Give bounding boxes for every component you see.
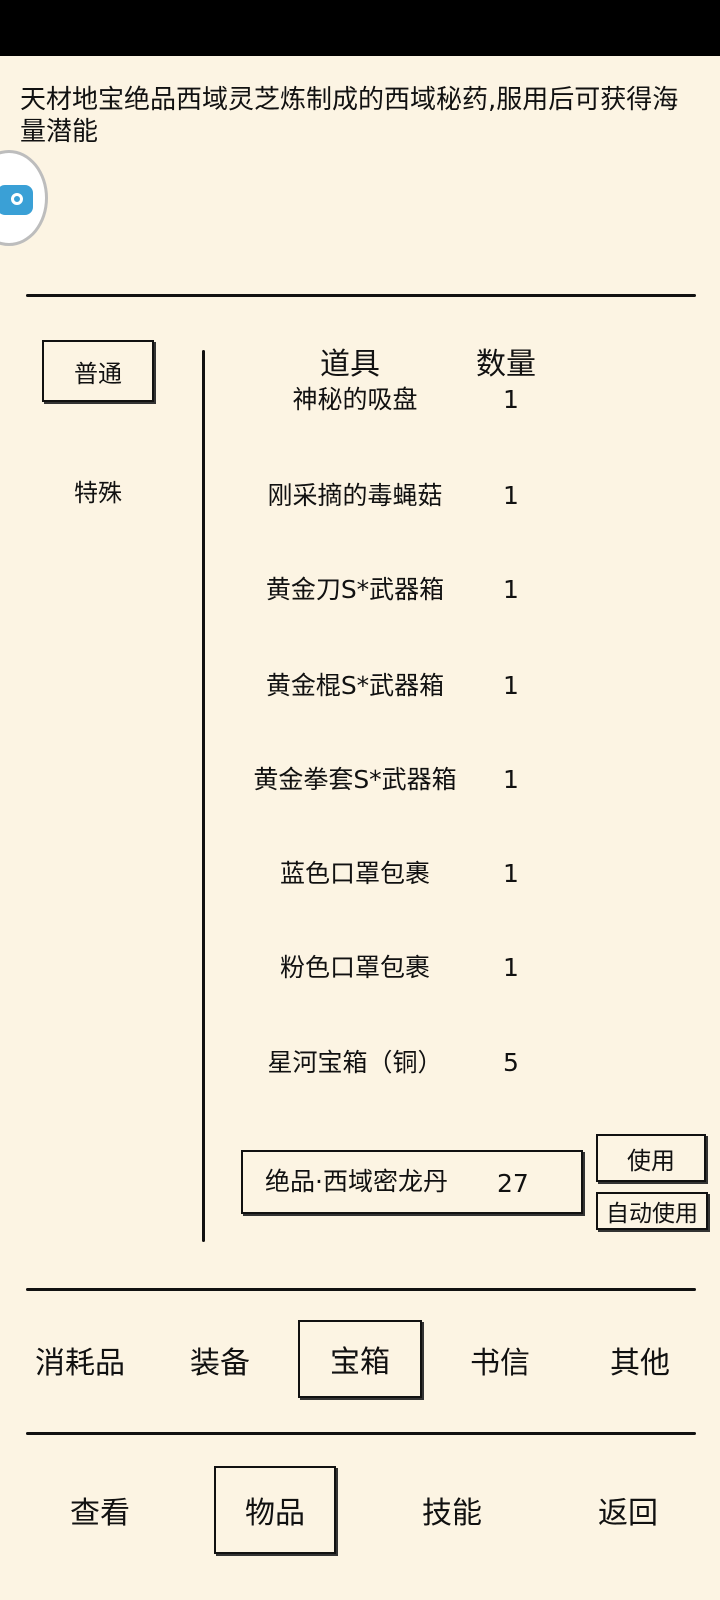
tab-label: 装备 [190, 1346, 250, 1381]
bottom-divider [26, 1432, 696, 1435]
tab-view[interactable]: 查看 [50, 1468, 150, 1552]
assistant-logo-icon [0, 185, 33, 215]
category-label: 特殊 [74, 478, 122, 507]
tab-letters[interactable]: 书信 [450, 1320, 550, 1400]
list-item[interactable]: 黄金拳套S*武器箱 1 [205, 760, 585, 800]
item-qty: 1 [503, 671, 519, 700]
auto-use-button-label: 自动使用 [606, 1201, 698, 1227]
tab-items[interactable]: 物品 [214, 1466, 336, 1554]
list-item[interactable]: 星河宝箱（铜） 5 [205, 1043, 585, 1083]
item-name: 星河宝箱（铜） [267, 1048, 443, 1077]
item-qty: 1 [503, 859, 519, 888]
category-label: 普通 [74, 359, 122, 388]
category-button-normal[interactable]: 普通 [42, 340, 154, 402]
top-divider [26, 294, 696, 297]
item-qty: 1 [503, 953, 519, 982]
tab-back[interactable]: 返回 [578, 1468, 678, 1552]
item-qty: 1 [503, 575, 519, 604]
item-name: 粉色口罩包裹 [279, 953, 430, 982]
item-name: 蓝色口罩包裹 [279, 859, 430, 888]
tab-other[interactable]: 其他 [590, 1320, 690, 1400]
tab-label: 书信 [470, 1346, 530, 1381]
list-item[interactable]: 黄金刀S*武器箱 1 [205, 570, 585, 610]
list-item[interactable]: 刚采摘的毒蝇菇 1 [205, 476, 585, 516]
list-item[interactable]: 蓝色口罩包裹 1 [205, 854, 585, 894]
item-name: 黄金棍S*武器箱 [265, 671, 445, 700]
item-qty: 5 [503, 1048, 519, 1077]
item-qty: 1 [503, 765, 519, 794]
list-item[interactable]: 神秘的吸盘 1 [205, 380, 585, 420]
item-qty: 27 [497, 1169, 529, 1198]
item-name: 刚采摘的毒蝇菇 [267, 481, 443, 510]
tab-skills[interactable]: 技能 [402, 1468, 502, 1552]
selected-list-item[interactable]: 绝品·西域密龙丹 27 [241, 1150, 583, 1214]
use-button[interactable]: 使用 [596, 1134, 706, 1182]
item-description: 天材地宝绝品西域灵芝炼制成的西域秘药,服用后可获得海量潜能 [20, 85, 679, 147]
tab-label: 技能 [422, 1496, 482, 1531]
tab-label: 消耗品 [35, 1346, 125, 1381]
floating-assistant-bubble[interactable] [0, 150, 48, 246]
tab-chests[interactable]: 宝箱 [298, 1320, 422, 1398]
auto-use-button[interactable]: 自动使用 [596, 1192, 708, 1230]
item-name: 黄金刀S*武器箱 [265, 575, 445, 604]
tab-label: 查看 [70, 1496, 130, 1531]
item-list[interactable]: 神秘的吸盘 1 刚采摘的毒蝇菇 1 黄金刀S*武器箱 1 黄金棍S*武器箱 1 … [205, 385, 585, 1240]
item-name: 神秘的吸盘 [292, 385, 418, 414]
item-name: 黄金拳套S*武器箱 [253, 765, 457, 794]
tab-label: 返回 [598, 1496, 658, 1531]
tab-label: 宝箱 [330, 1345, 390, 1380]
list-item[interactable]: 粉色口罩包裹 1 [205, 948, 585, 988]
column-divider [202, 350, 205, 1242]
list-item[interactable]: 黄金棍S*武器箱 1 [205, 666, 585, 706]
item-qty: 1 [503, 481, 519, 510]
status-bar [0, 0, 720, 56]
item-qty: 1 [503, 385, 519, 414]
tab-label: 其他 [610, 1346, 670, 1381]
header-item: 道具 [320, 347, 380, 382]
category-button-special[interactable]: 特殊 [42, 470, 154, 510]
middle-divider [26, 1288, 696, 1291]
use-button-label: 使用 [627, 1146, 675, 1175]
header-quantity: 数量 [476, 347, 536, 382]
tab-equipment[interactable]: 装备 [170, 1320, 270, 1400]
tab-consumables[interactable]: 消耗品 [26, 1320, 134, 1400]
tab-label: 物品 [245, 1496, 305, 1531]
item-name: 绝品·西域密龙丹 [265, 1167, 448, 1196]
